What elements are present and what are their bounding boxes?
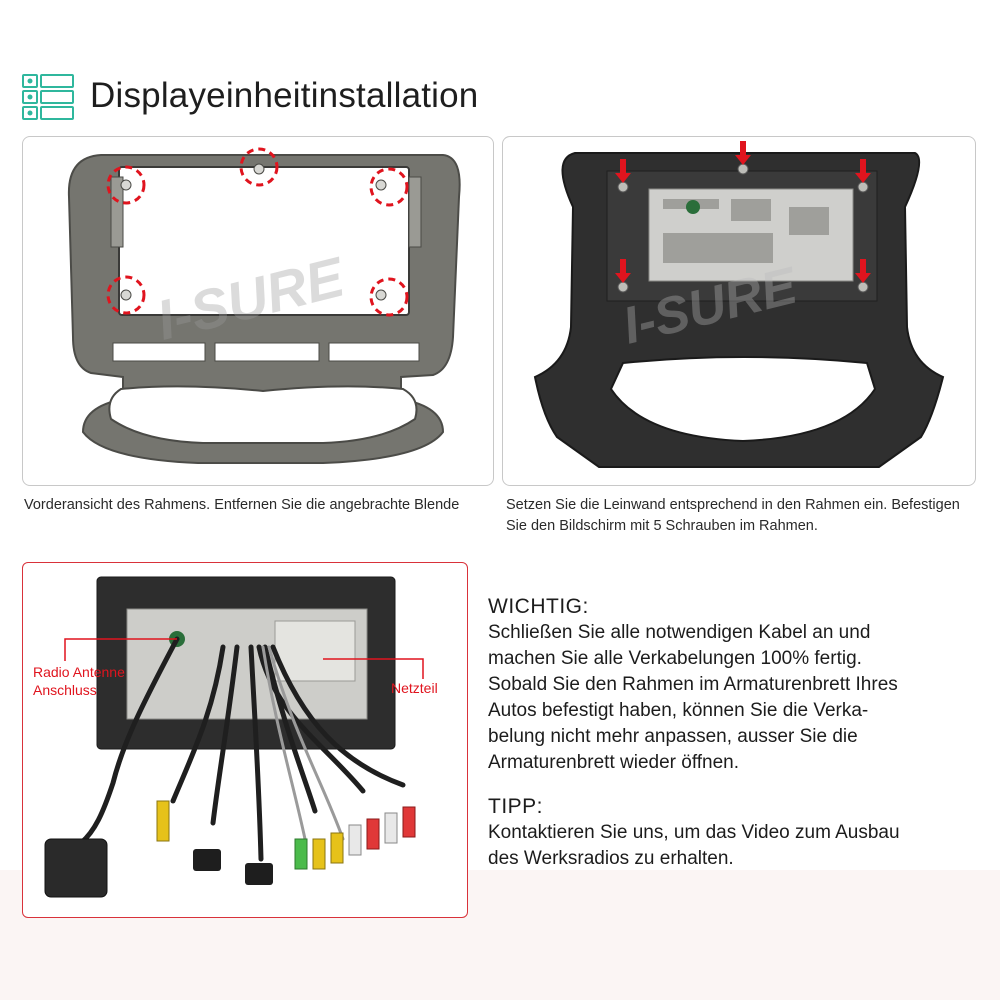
climate-panel-cutout [108,385,418,444]
important-line: belung nicht mehr anpassen, ausser Sie d… [488,726,858,747]
tip-line: Kontaktieren Sie uns, um das Video zum A… [488,822,900,843]
caption-frame-front: Vorderansicht des Rahmens. Entfernen Sie… [24,497,460,513]
label-radio-antenna: Radio Antenne [33,664,125,680]
wiring-panel: Radio Antenne Anschluss Netzteil [22,562,468,918]
screw-highlight-markers [106,147,409,317]
vent-opening-center [214,342,320,362]
frame-back-illustration: I-SURE [533,141,945,468]
rca-connectors [156,800,416,870]
important-line: Schließen Sie alle notwendigen Kabel an … [488,622,871,643]
important-line: machen Sie alle Verkabelungen 100% ferti… [488,648,862,669]
important-heading: WICHTIG: [488,595,589,618]
frame-front-view-panel: I-SURE [22,136,494,486]
callout-lines [64,638,424,679]
cable-bundle [78,636,406,862]
tip-note: TIPP: Kontaktieren Sie uns, um das Video… [488,794,978,872]
usb-plug-1 [193,849,221,871]
list-icon [22,74,74,120]
vent-opening-right [328,342,420,362]
page-title: Displayeinheitinstallation [90,76,479,115]
label-power-supply: Netzteil [391,680,438,696]
label-radio-antenna-connection: Anschluss [33,682,97,698]
wiring-illustration: Radio Antenne Anschluss Netzteil [33,576,438,898]
important-line: Sobald Sie den Rahmen im Armaturenbrett … [488,674,898,695]
important-note: WICHTIG: Schließen Sie alle notwendigen … [488,594,978,776]
important-line: Armaturenbrett wieder öffnen. [488,752,740,773]
screw-arrow-markers [615,141,871,283]
frame-back-view-panel: I-SURE [502,136,976,486]
vent-opening-left [112,342,206,362]
usb-plug-2 [245,863,273,885]
frame-front-illustration: I-SURE [67,147,461,464]
tip-line: des Werksradios zu erhalten. [488,848,734,869]
caption-frame-back: Setzen Sie die Leinwand entsprechend in … [506,497,960,534]
gps-antenna [44,838,108,898]
important-line: Autos befestigt haben, können Sie die Ve… [488,700,869,721]
climate-panel-cutout-back [609,356,877,443]
tip-heading: TIPP: [488,795,544,818]
